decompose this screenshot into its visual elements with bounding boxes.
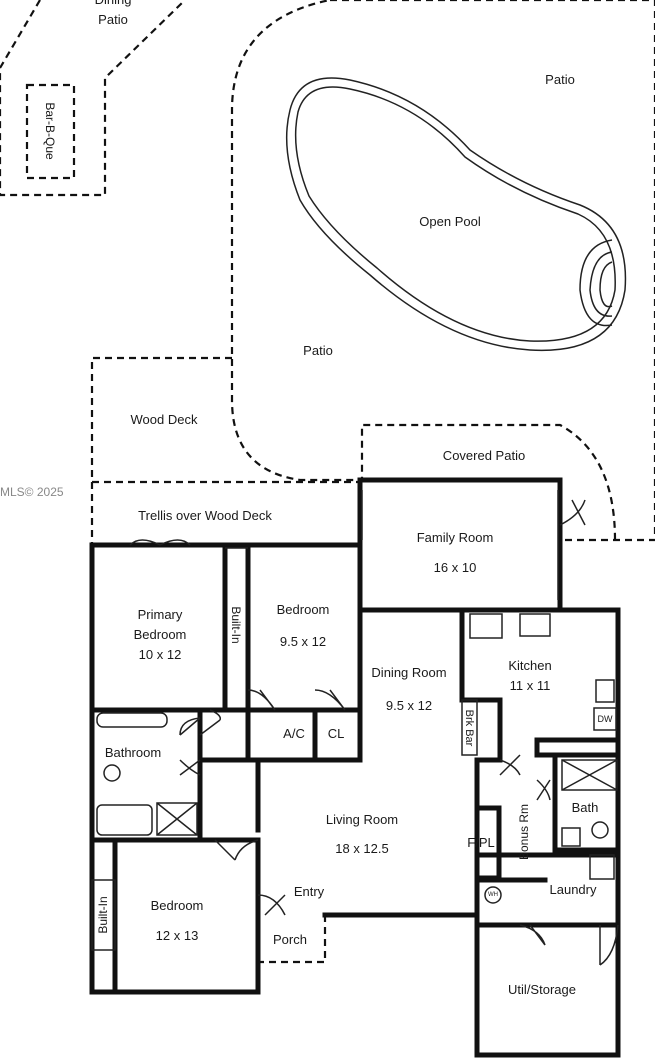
wood-deck-label: Wood Deck xyxy=(130,412,198,427)
built-in-left-label: Built-In xyxy=(96,896,110,934)
laundry-label: Laundry xyxy=(549,882,597,897)
shower-right xyxy=(561,759,618,791)
trellis-label: Trellis over Wood Deck xyxy=(138,508,272,523)
dishwasher xyxy=(593,707,617,731)
wh-label: WH xyxy=(488,892,498,898)
toilet-left xyxy=(103,764,121,782)
kitchen-walls xyxy=(459,607,621,918)
bonus-rm-label: Bonus Rm xyxy=(517,803,531,861)
sink-kitchen xyxy=(595,679,615,703)
open-pool-label: Open Pool xyxy=(419,214,481,229)
built-in-top-label: Built-In xyxy=(229,606,243,644)
porch-label: Porch xyxy=(273,932,307,947)
ac-label: A/C xyxy=(283,726,305,741)
fridge xyxy=(469,613,503,639)
tub-bottom xyxy=(96,804,153,836)
covered-patio-label: Covered Patio xyxy=(442,448,526,463)
bbq-outline xyxy=(25,83,76,180)
brk-bar xyxy=(461,699,478,756)
shower-right-x xyxy=(561,759,618,791)
pool-patio-outline xyxy=(230,0,655,542)
dw-label: DW xyxy=(597,714,613,724)
shower-left-x xyxy=(156,802,198,836)
wood-deck-outline xyxy=(90,356,362,545)
door-arcs xyxy=(129,499,619,966)
util-storage-label: Util/Storage xyxy=(508,982,576,997)
dining-patio-label: DiningPatio xyxy=(95,0,132,27)
patio-mid-label: Patio xyxy=(303,343,333,358)
built-in-left xyxy=(91,879,116,951)
pool-inner xyxy=(294,86,616,342)
bbq-label: Bar-B-Que xyxy=(43,102,57,160)
patio-top-label: Patio xyxy=(545,72,575,87)
pool-outer xyxy=(285,77,627,352)
tub-top xyxy=(96,712,168,728)
family-room-window xyxy=(361,490,559,600)
bathroom-label: Bathroom xyxy=(104,745,162,760)
dining-patio-outline xyxy=(0,0,186,197)
brk-bar-label: Brk Bar xyxy=(463,709,475,747)
toilet-right xyxy=(591,821,609,839)
shower-left xyxy=(156,802,198,836)
sink-right xyxy=(561,827,581,847)
exterior-walls xyxy=(89,477,621,1058)
entry-label: Entry xyxy=(293,884,325,899)
bath-label: Bath xyxy=(571,800,599,815)
porch-outline xyxy=(258,915,327,964)
range xyxy=(519,613,551,637)
washer xyxy=(589,854,615,880)
fireplace-label: F/PL xyxy=(467,835,495,850)
pool-steps xyxy=(579,239,613,327)
watermark: MLS© 2025 xyxy=(0,485,64,499)
fireplace xyxy=(474,805,502,881)
cl-label: CL xyxy=(327,726,345,741)
water-heater xyxy=(484,886,502,904)
